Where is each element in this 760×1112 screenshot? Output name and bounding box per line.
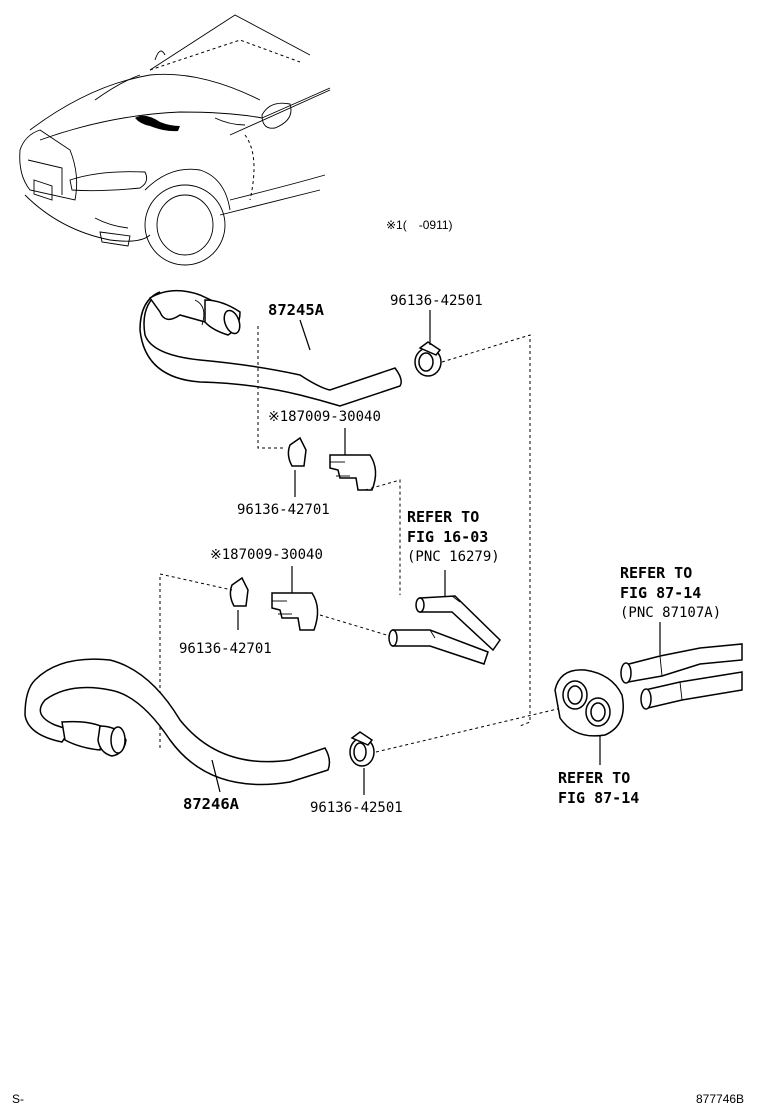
- joint-lower-body: [271, 592, 319, 631]
- upper-hose: [139, 289, 402, 407]
- joint-upper-body: [329, 454, 377, 491]
- routing-dash-pipe: [364, 479, 401, 595]
- leader-87245A: [299, 319, 311, 351]
- part-joint-lower: ※187009-30040: [210, 547, 323, 563]
- part-87245A: 87245A: [268, 301, 325, 319]
- heater-pipes: [388, 595, 501, 665]
- refer-87-14-pnc-line3: (PNC 87107A): [620, 605, 721, 621]
- part-clamp-lower: 96136-42501: [310, 800, 403, 816]
- refer-87-14-line2: FIG 87-14: [558, 789, 639, 807]
- clip-upper-body: [287, 436, 307, 467]
- lower-hose: [24, 658, 331, 786]
- routing-dash-lower-clamp: [375, 705, 571, 753]
- refer-16-03-line3: (PNC 16279): [407, 549, 500, 565]
- part-87246A: 87246A: [183, 795, 240, 813]
- engine-area-mark: [135, 115, 180, 132]
- heater-core-fitting: [554, 669, 624, 737]
- clip-lower-body: [229, 576, 249, 607]
- refer-87-14-line1: REFER TO: [558, 769, 630, 787]
- leader-87246A: [211, 759, 221, 793]
- refer-87-14-pnc-line1: REFER TO: [620, 564, 692, 582]
- refer-16-03-line2: FIG 16-03: [407, 528, 488, 546]
- vehicle-illustration: [19, 14, 331, 266]
- routing-dash-joint-upper: [257, 326, 285, 449]
- part-joint-upper: ※187009-30040: [268, 409, 381, 425]
- part-clamp-upper: 96136-42501: [390, 293, 483, 309]
- footer-left-mark: S-: [12, 1092, 24, 1106]
- note-range: ※1( -0911): [386, 218, 453, 232]
- diagram-code: 877746B: [696, 1092, 744, 1106]
- upper-clamp: [414, 341, 442, 377]
- routing-dash-lower: [159, 573, 233, 748]
- part-clip-lower: 96136-42701: [179, 641, 272, 657]
- heater-tubes: [620, 643, 743, 710]
- routing-dash-joint-lower: [319, 614, 391, 637]
- refer-16-03-line1: REFER TO: [407, 508, 479, 526]
- lower-clamp: [349, 731, 375, 767]
- refer-87-14-pnc-line2: FIG 87-14: [620, 584, 701, 602]
- part-clip-upper: 96136-42701: [237, 502, 330, 518]
